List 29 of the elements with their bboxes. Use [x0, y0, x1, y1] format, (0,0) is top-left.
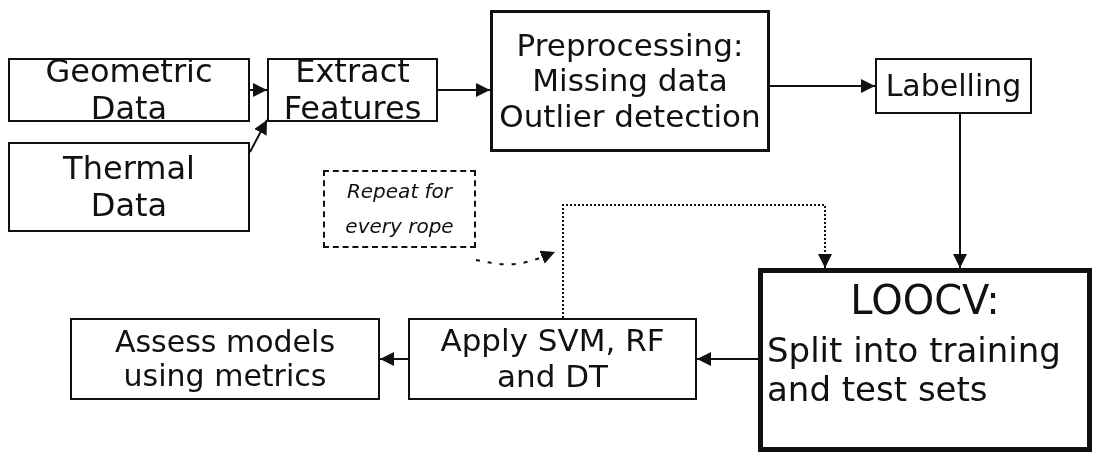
leader-arrow	[475, 250, 556, 266]
arrow	[379, 352, 409, 366]
box-text: Thermal Data	[62, 150, 196, 224]
process-box	[70, 318, 380, 400]
arrow	[953, 113, 967, 269]
arrow	[249, 83, 268, 97]
process-box	[408, 318, 697, 400]
note-box	[323, 170, 476, 248]
arrow	[249, 119, 268, 153]
arrow	[769, 79, 876, 93]
process-box	[8, 58, 250, 122]
box-text: Geometric Data	[44, 53, 214, 127]
process-box	[875, 58, 1032, 114]
box-heading: Preprocessing:	[516, 27, 744, 64]
box-text: Labelling	[885, 68, 1022, 104]
box-text: Missing data Outlier detection	[498, 63, 762, 135]
arrow	[437, 83, 491, 97]
process-box	[267, 58, 438, 122]
process-box	[758, 268, 1092, 452]
process-box	[490, 10, 770, 152]
box-text: Extract Features	[282, 53, 423, 127]
arrow	[696, 352, 759, 366]
box-text: Apply SVM, RF and DT	[439, 323, 666, 395]
box-text: Repeat for every rope	[344, 178, 455, 240]
process-box	[8, 142, 250, 232]
box-heading: LOOCV:	[850, 277, 1000, 323]
box-text: Assess models using metrics	[113, 324, 337, 394]
box-text: Split into training and test sets	[767, 331, 1062, 410]
arrow	[562, 204, 832, 319]
